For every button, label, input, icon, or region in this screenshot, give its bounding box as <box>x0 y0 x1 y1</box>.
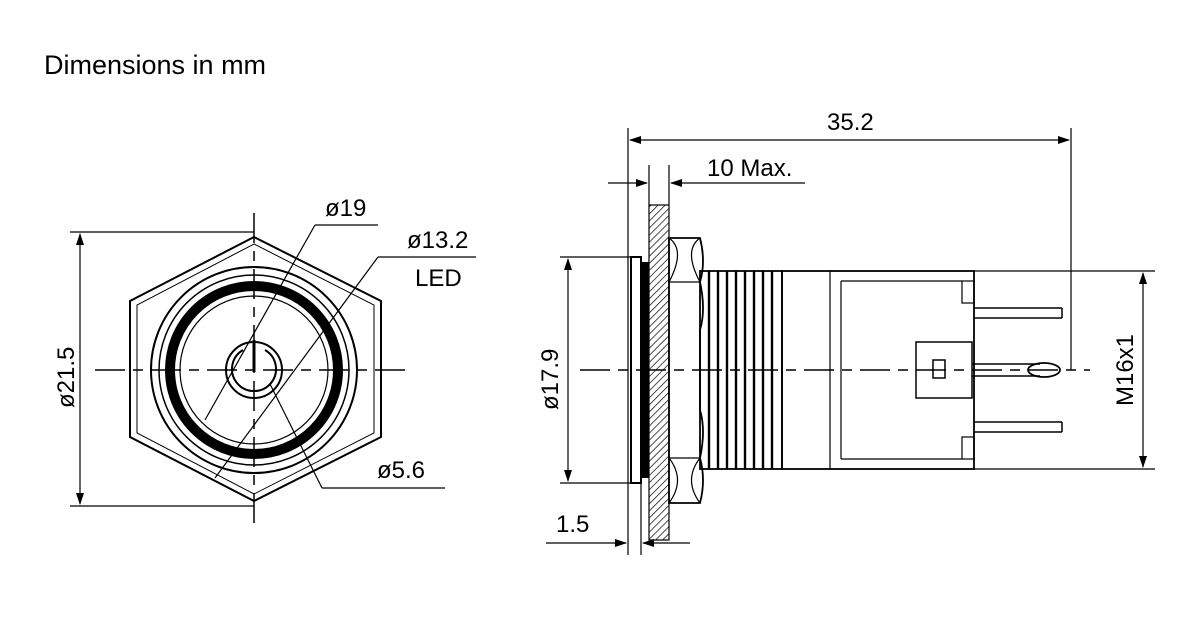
label-led: LED <box>415 265 462 292</box>
label-center-diameter: ø5.6 <box>377 457 425 484</box>
page-title: Dimensions in mm <box>44 50 266 80</box>
panel-section <box>648 204 670 541</box>
label-bezel-diameter: ø19 <box>325 195 366 222</box>
label-total-length: 35.2 <box>827 109 874 136</box>
label-flange-thickness: 1.5 <box>556 511 589 538</box>
label-thread: M16x1 <box>1112 334 1139 406</box>
front-view <box>70 213 476 525</box>
label-outer-diameter: ø21.5 <box>53 347 80 408</box>
terminal-pins <box>972 307 1063 433</box>
label-panel-max: 10 Max. <box>707 155 792 182</box>
label-flange-diameter: ø17.9 <box>537 349 564 410</box>
side-view <box>546 128 1155 555</box>
label-led-ring-diameter: ø13.2 <box>407 227 468 254</box>
